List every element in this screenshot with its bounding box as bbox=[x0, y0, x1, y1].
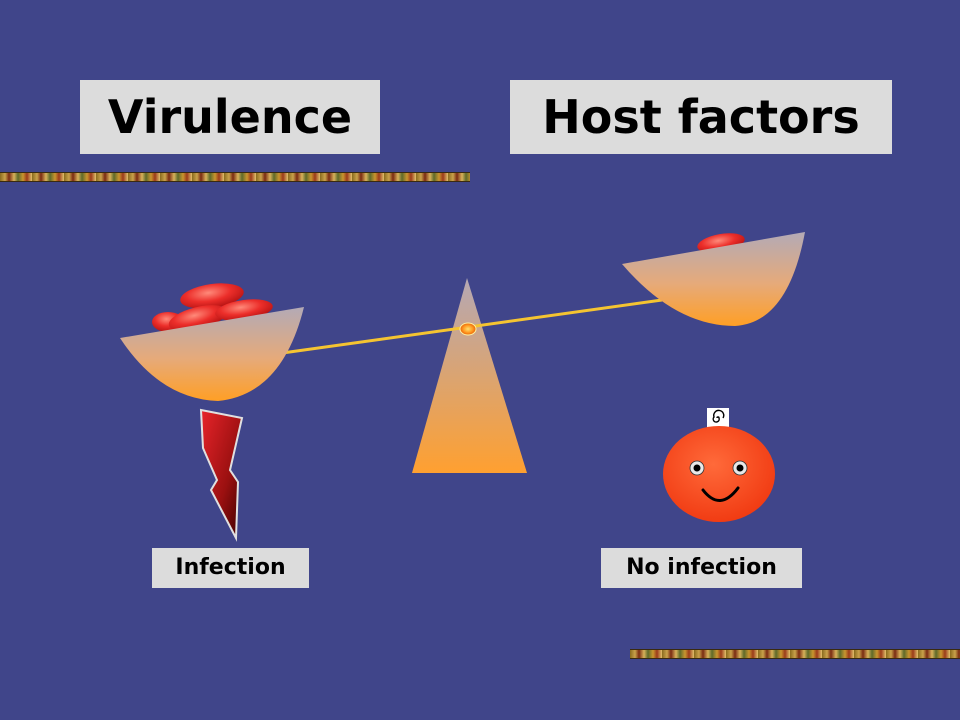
smiley-face-icon bbox=[663, 408, 775, 522]
outcome-no-infection: No infection bbox=[601, 548, 802, 588]
scale-pan-right bbox=[622, 232, 805, 326]
title-host-factors: Host factors bbox=[510, 80, 892, 154]
decorative-rule-top bbox=[0, 172, 470, 182]
scale-pan-left bbox=[120, 307, 304, 401]
pivot-point bbox=[459, 322, 477, 336]
title-virulence: Virulence bbox=[80, 80, 380, 154]
outcome-infection: Infection bbox=[152, 548, 309, 588]
decorative-rule-bottom bbox=[630, 649, 960, 659]
lightning-bolt-icon bbox=[199, 408, 244, 542]
fulcrum-triangle bbox=[412, 278, 527, 473]
